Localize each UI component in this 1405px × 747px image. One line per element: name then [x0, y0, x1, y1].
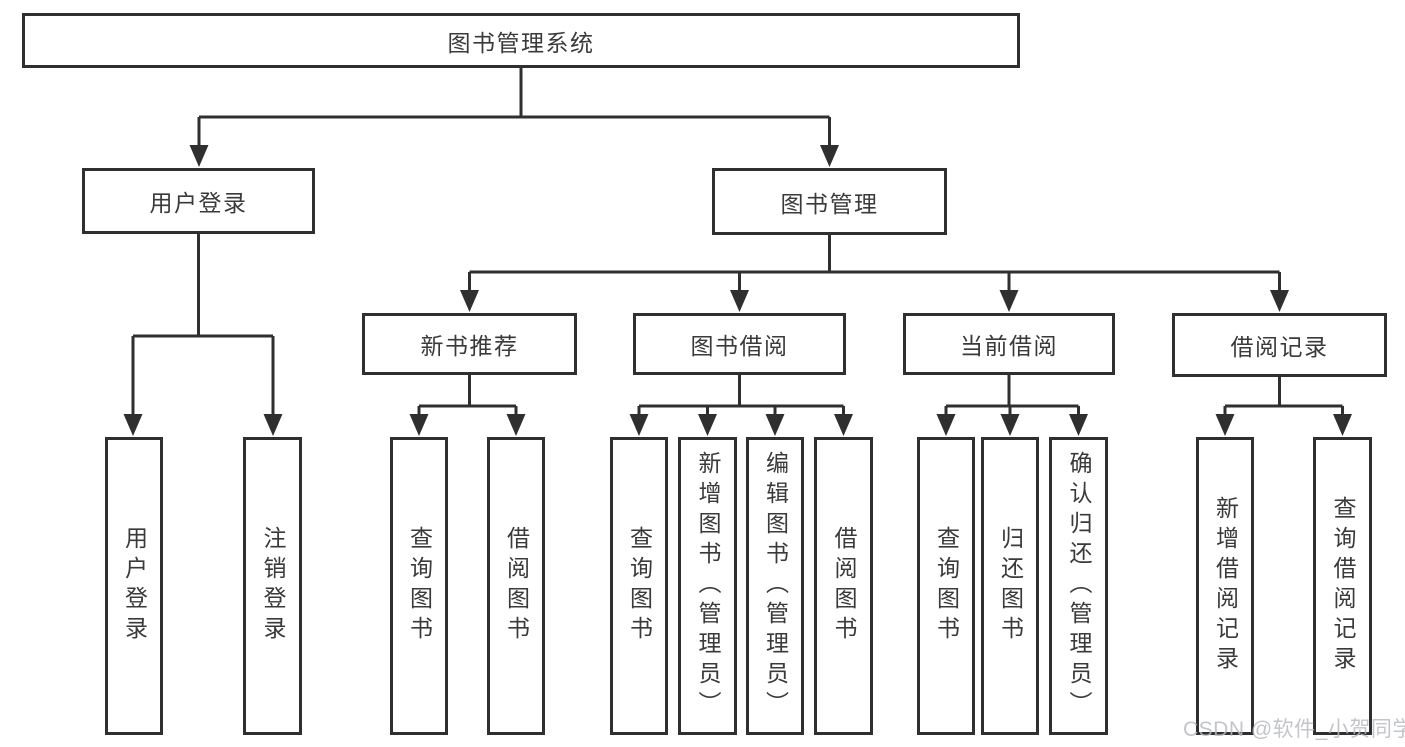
- leaf-logout-label: 注销登录: [260, 526, 286, 646]
- arrowhead: [1215, 414, 1235, 436]
- leaf-add-books-admin: 新增图书（管理员）: [678, 437, 737, 735]
- arrowhead: [1069, 414, 1088, 436]
- leaf-confirm-return-admin: 确认归还（管理员）: [1049, 437, 1108, 735]
- arrowhead: [1333, 414, 1352, 436]
- leaf-borrow-books-recommend: 借阅图书: [487, 437, 545, 735]
- leaf-query-borrow-record: 查询借阅记录: [1313, 437, 1372, 735]
- leaf-query-books-borrowing-label: 查询图书: [626, 526, 653, 646]
- arrowhead: [730, 290, 749, 312]
- node-book-management: 图书管理: [712, 168, 947, 235]
- node-root: 图书管理系统: [22, 13, 1020, 68]
- leaf-query-books-borrowing: 查询图书: [610, 437, 668, 735]
- arrowhead: [1000, 414, 1020, 436]
- arrowhead: [698, 414, 717, 436]
- node-new-book-recommend: 新书推荐: [362, 313, 577, 375]
- leaf-user-login-label: 用户登录: [121, 526, 148, 646]
- node-borrowing-records-label: 借阅记录: [1230, 334, 1329, 360]
- leaf-confirm-return-admin-label: 确认归还（管理员）: [1066, 451, 1092, 721]
- node-new-book-recommend-label: 新书推荐: [420, 333, 519, 359]
- node-book-management-label: 图书管理: [780, 190, 879, 217]
- arrowhead: [936, 414, 956, 436]
- leaf-query-borrow-record-label: 查询借阅记录: [1330, 496, 1356, 676]
- arrowhead: [820, 145, 839, 167]
- connector-line-path: [131, 68, 1344, 416]
- arrowhead: [189, 145, 209, 167]
- leaf-borrow-books-borrowing-label: 借阅图书: [831, 526, 857, 646]
- watermark: CSDN @软件_小贺同学: [1183, 718, 1405, 741]
- node-current-borrowing: 当前借阅: [903, 313, 1115, 375]
- leaf-return-books-label: 归还图书: [997, 526, 1024, 646]
- leaf-add-borrow-record-label: 新增借阅记录: [1212, 496, 1239, 676]
- arrowhead: [460, 290, 479, 312]
- node-user-login: 用户登录: [82, 168, 315, 234]
- leaf-borrow-books-borrowing: 借阅图书: [814, 437, 873, 735]
- leaf-return-books: 归还图书: [981, 437, 1039, 735]
- arrowhead: [999, 290, 1019, 312]
- leaf-add-borrow-record: 新增借阅记录: [1196, 437, 1254, 735]
- arrowheads: [123, 145, 1352, 436]
- leaf-add-books-admin-label: 新增图书（管理员）: [695, 451, 721, 721]
- arrowhead: [834, 414, 853, 436]
- leaf-borrow-books-recommend-label: 借阅图书: [503, 526, 530, 646]
- node-book-borrowing: 图书借阅: [633, 313, 846, 375]
- leaf-edit-books-admin-label: 编辑图书（管理员）: [762, 451, 789, 721]
- arrowhead: [1270, 290, 1289, 312]
- arrowhead: [263, 414, 283, 436]
- arrowhead: [123, 414, 143, 436]
- arrowhead: [629, 414, 649, 436]
- arrowhead: [409, 414, 429, 436]
- leaf-query-books-current: 查询图书: [917, 437, 975, 735]
- arrowhead: [765, 414, 785, 436]
- node-book-borrowing-label: 图书借阅: [690, 333, 789, 359]
- leaf-query-books-recommend-label: 查询图书: [406, 526, 433, 646]
- leaf-edit-books-admin: 编辑图书（管理员）: [746, 437, 804, 735]
- leaf-query-books-recommend: 查询图书: [390, 437, 448, 735]
- node-current-borrowing-label: 当前借阅: [960, 333, 1058, 359]
- arrowhead: [506, 414, 526, 436]
- node-user-login-label: 用户登录: [149, 190, 248, 216]
- node-borrowing-records: 借阅记录: [1172, 313, 1387, 377]
- leaf-logout: 注销登录: [243, 437, 302, 735]
- node-root-label: 图书管理系统: [447, 29, 595, 56]
- leaf-user-login: 用户登录: [105, 437, 163, 735]
- leaf-query-books-current-label: 查询图书: [933, 526, 960, 646]
